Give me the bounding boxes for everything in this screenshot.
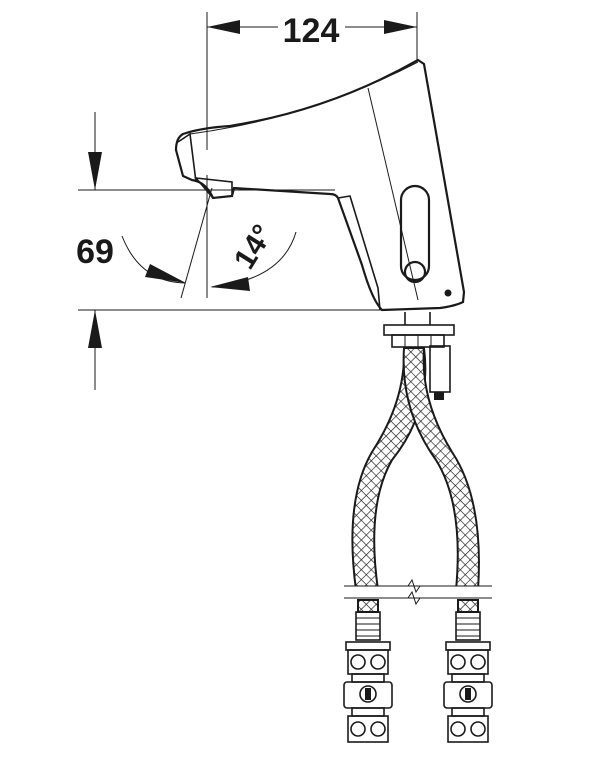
hex-facet bbox=[350, 654, 366, 670]
neck-left bbox=[351, 673, 385, 683]
aerator bbox=[194, 176, 233, 199]
supply-hose-right bbox=[402, 347, 480, 591]
threaded-rod bbox=[429, 345, 451, 393]
hex-nut-top-right bbox=[447, 649, 489, 675]
height-arrow-bottom bbox=[88, 310, 102, 348]
valve-knob-right bbox=[459, 685, 477, 703]
sensor-eye bbox=[403, 260, 427, 284]
set-screw bbox=[444, 289, 452, 297]
hex-facet bbox=[370, 721, 386, 737]
hose-stub-right bbox=[457, 599, 479, 613]
lower-neck-left bbox=[351, 707, 385, 717]
width-arrow-right bbox=[384, 20, 417, 34]
faucet-body bbox=[174, 58, 466, 312]
rod-tip bbox=[434, 392, 444, 400]
side-crease bbox=[367, 87, 419, 301]
break-zigzag bbox=[407, 578, 421, 594]
mounting-posts bbox=[404, 312, 431, 325]
supply-hoses bbox=[344, 347, 492, 613]
hex-facet bbox=[450, 654, 466, 670]
angle-spout-axis bbox=[180, 187, 213, 299]
angle-arc-left bbox=[121, 235, 186, 284]
hex-facet bbox=[450, 721, 466, 737]
valve-knob-left bbox=[359, 685, 377, 703]
spout-front-face bbox=[177, 132, 197, 183]
mounting-washer bbox=[383, 324, 455, 336]
hose-stub-left bbox=[357, 599, 379, 613]
break-zigzag bbox=[407, 590, 421, 606]
collar-right bbox=[445, 641, 491, 651]
connector-right bbox=[443, 611, 493, 743]
valve-slot-right bbox=[465, 688, 471, 700]
ferrule-left bbox=[355, 611, 381, 641]
height-dimension: 69 bbox=[76, 112, 385, 390]
lower-neck-right bbox=[451, 707, 485, 717]
angle-arrow-left bbox=[145, 264, 186, 283]
width-arrow-left bbox=[207, 20, 240, 34]
mounting-assembly bbox=[383, 312, 455, 400]
hex-facet bbox=[370, 654, 386, 670]
height-label: 69 bbox=[76, 233, 114, 271]
angle-arrow-right bbox=[210, 277, 250, 291]
break-marks bbox=[344, 578, 492, 606]
hex-nut-bottom-right bbox=[447, 715, 489, 743]
hex-facet bbox=[350, 721, 366, 737]
valve-slot-left bbox=[365, 688, 371, 700]
connector-left bbox=[343, 611, 393, 743]
width-dimension: 124 bbox=[206, 12, 418, 150]
collar-left bbox=[345, 641, 391, 651]
hex-nut-bottom-left bbox=[347, 715, 389, 743]
sensor-window bbox=[399, 184, 431, 282]
column-edge bbox=[337, 195, 381, 311]
width-label: 124 bbox=[283, 12, 340, 50]
hex-facet bbox=[470, 654, 486, 670]
ferrule-right bbox=[455, 611, 481, 641]
hex-nut-top-left bbox=[347, 649, 389, 675]
upper-crease bbox=[189, 61, 419, 135]
faucet-housing-outline bbox=[174, 58, 466, 312]
hex-facet bbox=[470, 721, 486, 737]
neck-right bbox=[451, 673, 485, 683]
height-arrow-top bbox=[88, 152, 102, 190]
